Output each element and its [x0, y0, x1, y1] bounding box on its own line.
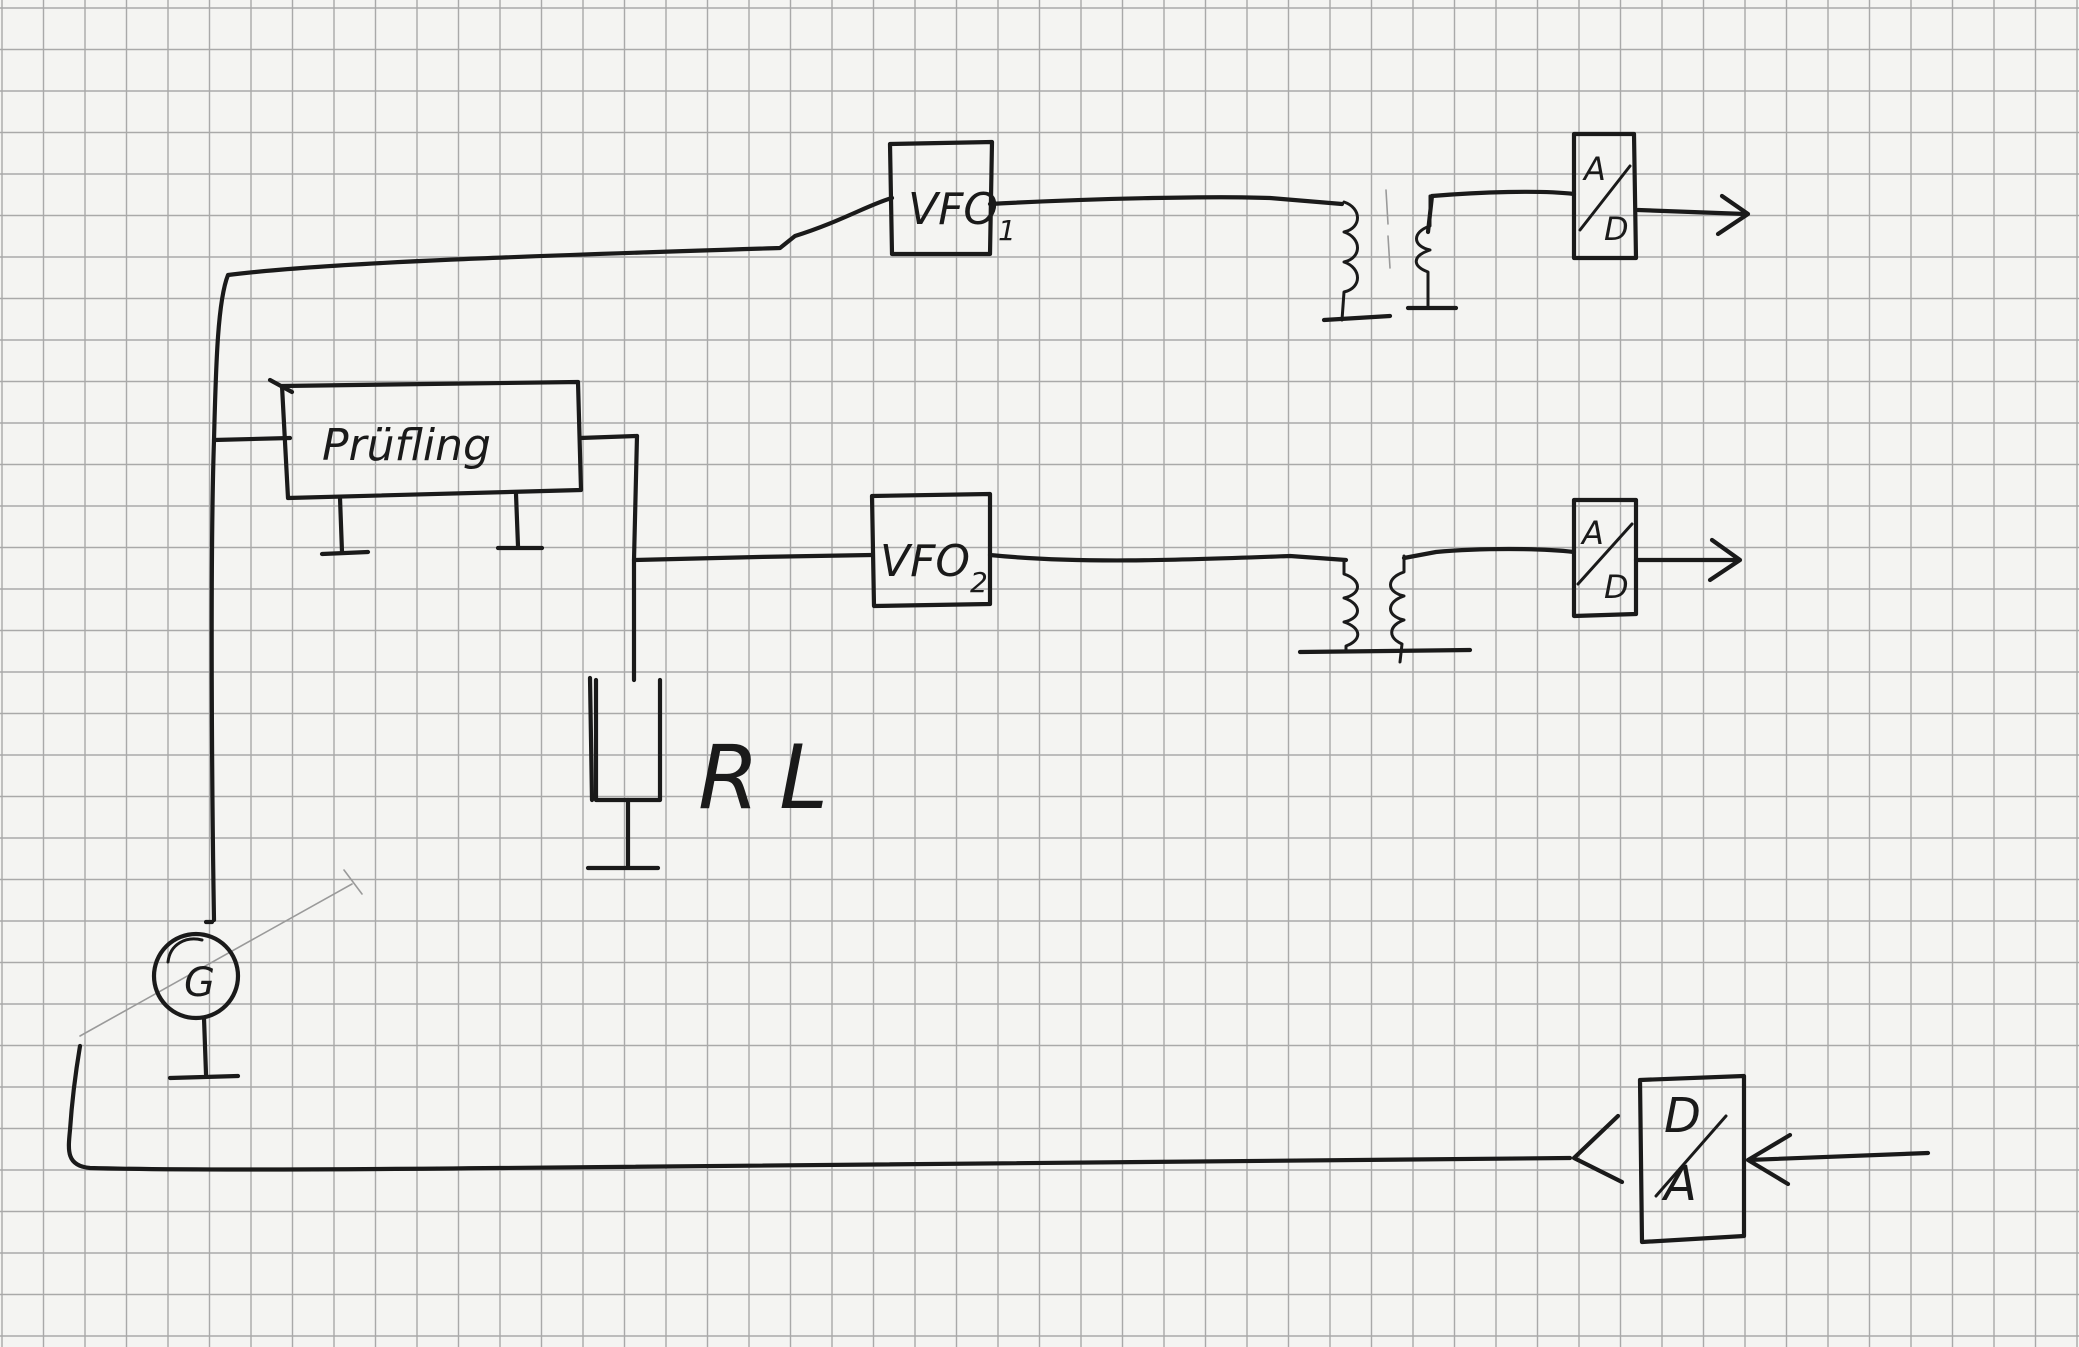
wire-dut-input: [211, 435, 293, 443]
adc1-box: [1571, 131, 1639, 261]
load-label: RL: [698, 726, 848, 829]
load-resistor: RL: [585, 675, 848, 871]
transformer1-secondary-coil: [1414, 194, 1432, 310]
transformer1-primary-coil: [1340, 200, 1359, 322]
dut-label: Prüfling: [322, 420, 491, 471]
dut-ground-right: [495, 491, 545, 551]
svg-text:VFO1: VFO1: [908, 184, 1016, 247]
vfo1-block: VFO1: [887, 139, 1016, 257]
transformer1-ground: [1321, 305, 1459, 323]
transformer2-ground: [1297, 647, 1473, 655]
vfo2-subscript: 2: [970, 566, 988, 599]
dut-block: Prüfling: [267, 377, 584, 557]
adc2-label-top: A: [1580, 514, 1604, 552]
adc1-block: A D: [1571, 131, 1639, 261]
adc1-label-top: A: [1582, 150, 1606, 188]
svg-text:VFO2: VFO2: [880, 536, 988, 599]
wire-vfo1-to-transformer1: [987, 195, 1345, 207]
adc2-block: A D: [1571, 497, 1639, 619]
wiring: [66, 189, 1931, 1187]
dac-divider: [1654, 1114, 1728, 1198]
resistor-left-edge: [587, 675, 595, 803]
vfo2-block: VFO2: [869, 491, 993, 609]
dac-output-arrowhead: [1571, 1113, 1625, 1185]
resistor-lead-ground: [585, 797, 661, 871]
vfo1-box: [887, 139, 995, 257]
transformer1: [1321, 189, 1459, 323]
wire-transformer1-to-adc1: [1425, 189, 1577, 235]
adc2-box: [1571, 497, 1639, 619]
dut-ground-left: [319, 495, 371, 557]
wire-transformer2-to-adc2: [1401, 546, 1577, 561]
transformer2: [1297, 554, 1473, 664]
adc1-output-arrow: [1635, 193, 1751, 237]
dac-input-arrow: [1745, 1132, 1931, 1187]
dac-block: D A: [1637, 1073, 1747, 1245]
wire-dut-output: [577, 433, 640, 441]
wire-dac-to-generator: [66, 1043, 1573, 1172]
adc2-divider: [1576, 522, 1634, 586]
adc1-label-bottom: D: [1604, 210, 1629, 248]
vfo1-label: VFO: [908, 184, 998, 235]
adc2-label-bottom: D: [1604, 568, 1629, 606]
wire-vfo2-to-transformer2: [987, 552, 1349, 563]
adc2-output-arrow: [1633, 537, 1743, 583]
wire-node-to-vfo2: [631, 552, 875, 563]
resistor-body: [593, 677, 663, 803]
wire-generator-to-vfo1: [209, 195, 895, 923]
adc1-divider: [1578, 164, 1632, 232]
vfo2-label: VFO: [880, 536, 970, 587]
transformer1-core: [1385, 189, 1391, 269]
generator-circle: [151, 931, 241, 1021]
transformer2-primary-coil: [1342, 558, 1360, 654]
generator-label: G: [184, 960, 215, 1006]
generator-ground: [167, 1015, 241, 1081]
dac-box: [1637, 1073, 1747, 1245]
generator: G: [79, 869, 363, 1081]
dut-corner-mark: [267, 377, 295, 395]
generator-adjust-line: [79, 869, 363, 1037]
vfo2-box: [869, 491, 993, 609]
dut-box: [279, 379, 584, 501]
dac-label-bottom: A: [1661, 1156, 1697, 1212]
vfo1-subscript: 1: [998, 214, 1016, 247]
generator-inner-arc: [166, 937, 204, 964]
transformer2-secondary-coil: [1389, 554, 1406, 664]
dac-label-top: D: [1664, 1088, 1701, 1144]
